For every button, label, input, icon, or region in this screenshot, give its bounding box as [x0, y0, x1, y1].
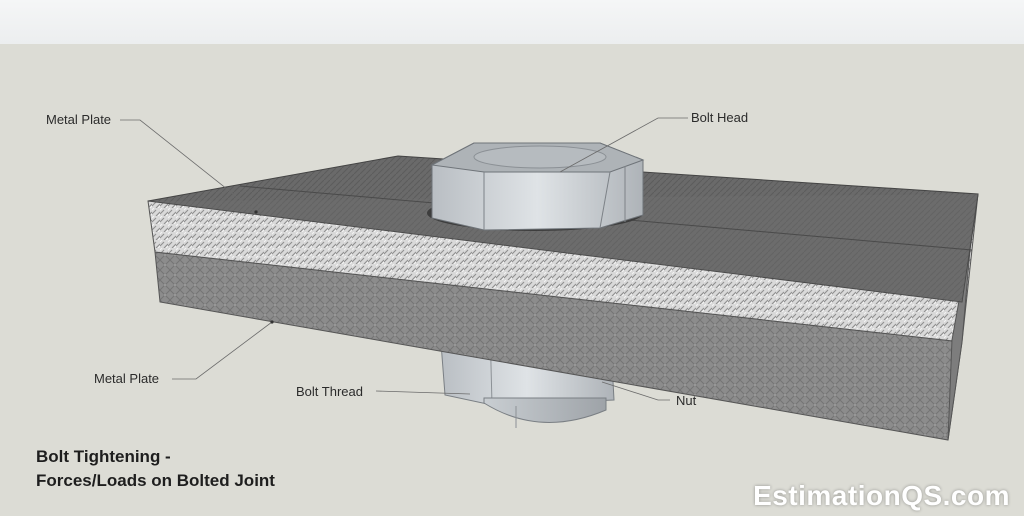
top-band	[0, 0, 1024, 44]
label-metal-plate-bottom: Metal Plate	[94, 371, 160, 386]
watermark-logo: EstimationQS.com	[753, 480, 1010, 511]
label-bolt-head: Bolt Head	[691, 110, 749, 125]
label-nut: Nut	[676, 393, 697, 408]
title-line-1: Bolt Tightening -	[36, 447, 171, 466]
label-metal-plate-top: Metal Plate	[46, 112, 112, 127]
label-bolt-thread: Bolt Thread	[296, 384, 363, 399]
title-line-2: Forces/Loads on Bolted Joint	[36, 471, 275, 490]
bolt-head-shape	[427, 142, 645, 231]
diagram-title: Bolt Tightening - Forces/Loads on Bolted…	[36, 445, 275, 493]
leader-lines	[120, 117, 688, 401]
